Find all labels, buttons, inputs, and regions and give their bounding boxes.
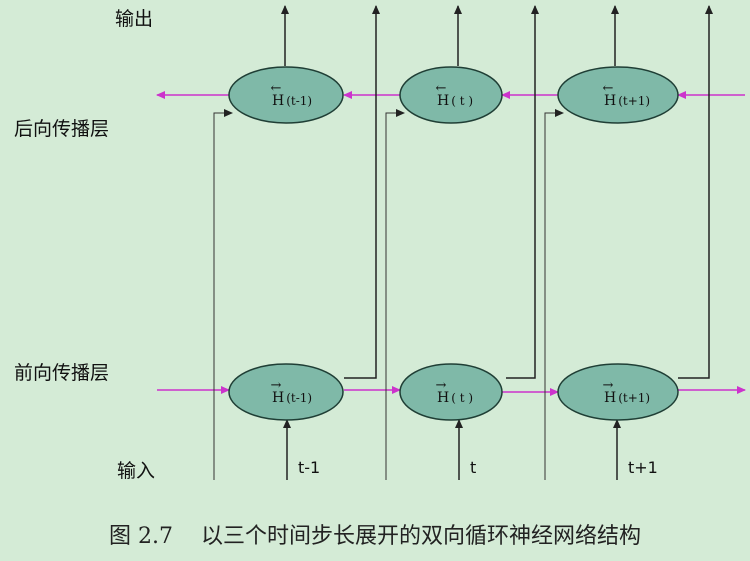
time-step-label-3: t+1 xyxy=(628,458,658,477)
direction-arrow-icon: → xyxy=(271,378,282,393)
backward-node-ellipse xyxy=(399,66,503,124)
node-label: H(t-1) xyxy=(272,390,312,406)
backward-node-1: ←H(t-1) xyxy=(228,66,344,124)
figure-number: 图 2.7 xyxy=(109,524,173,549)
direction-arrow-icon: ← xyxy=(271,81,282,96)
forward-node-ellipse xyxy=(557,363,679,421)
backward-layer-label: 后向传播层 xyxy=(14,118,110,140)
backward-node-ellipse xyxy=(228,66,344,124)
forward-to-output-2 xyxy=(506,5,539,379)
forward-to-output-3 xyxy=(678,5,713,379)
backward-node-3: ←H(t+1) xyxy=(557,66,679,124)
input-to-backward-1 xyxy=(213,109,233,480)
time-step-label-1: t-1 xyxy=(298,458,321,477)
node-label: H(t-1) xyxy=(272,93,312,109)
forward-node-ellipse xyxy=(399,363,503,421)
figure-caption: 图 2.7 以三个时间步长展开的双向循环神经网络结构 xyxy=(0,518,750,550)
direction-arrow-icon: → xyxy=(436,378,447,393)
direction-arrow-icon: → xyxy=(603,378,614,393)
forward-node-2: →H( t ) xyxy=(399,363,503,421)
forward-node-3: →H(t+1) xyxy=(557,363,679,421)
input-label: 输入 xyxy=(117,460,156,482)
backward-node-2: ←H( t ) xyxy=(399,66,503,124)
input-to-backward-3 xyxy=(544,109,564,480)
forward-to-output-1 xyxy=(344,5,380,379)
figure-caption-text: 以三个时间步长展开的双向循环神经网络结构 xyxy=(200,524,641,549)
backward-node-ellipse xyxy=(557,66,679,124)
forward-layer-label: 前向传播层 xyxy=(14,362,110,384)
node-label: H( t ) xyxy=(437,93,473,109)
forward-node-ellipse xyxy=(228,363,344,421)
output-label: 输出 xyxy=(115,8,154,30)
node-label: H(t+1) xyxy=(604,93,650,109)
node-label: H(t+1) xyxy=(604,390,650,406)
direction-arrow-icon: ← xyxy=(436,81,447,96)
forward-node-1: →H(t-1) xyxy=(228,363,344,421)
node-label: H( t ) xyxy=(437,390,473,406)
input-to-backward-2 xyxy=(385,109,405,480)
time-step-label-2: t xyxy=(470,458,477,477)
direction-arrow-icon: ← xyxy=(603,81,614,96)
